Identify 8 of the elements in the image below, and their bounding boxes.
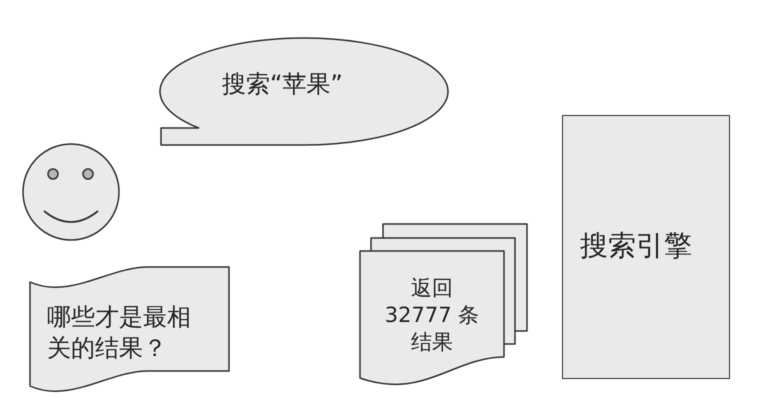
search-engine-box	[562, 115, 730, 379]
box-label: 搜索引擎	[580, 229, 692, 263]
document-text: 返回32777 条结果	[384, 275, 480, 356]
speech-bubble	[158, 36, 450, 147]
bubble-text: 搜索“苹果”	[222, 69, 343, 99]
document-stack	[358, 222, 529, 388]
question-text: 哪些才是最相关的结果？	[47, 302, 192, 364]
smiley-face-icon	[21, 142, 121, 242]
